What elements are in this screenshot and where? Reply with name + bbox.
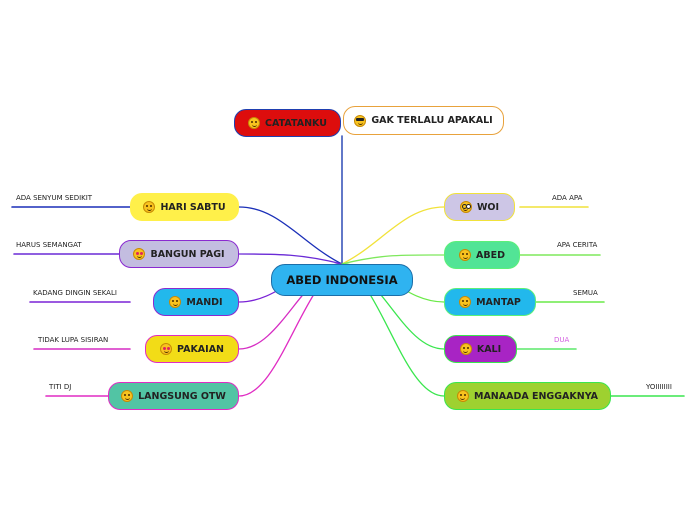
topic-pakaian[interactable]: PAKAIAN	[145, 335, 239, 363]
grin-emoji-icon	[143, 201, 156, 213]
topic-kali[interactable]: KALI	[444, 335, 517, 363]
leaf-apa-cerita: APA CERITA	[557, 241, 598, 249]
root-node[interactable]: ABED INDONESIA	[271, 264, 413, 296]
topic-label: GAK TERLALU APAKALI	[371, 115, 493, 126]
root-label: ABED INDONESIA	[286, 273, 398, 287]
topic-label: MANTAP	[476, 296, 521, 308]
squint-emoji-icon	[121, 390, 134, 402]
leaf-ada-senyum-sedikit: ADA SENYUM SEDIKIT	[16, 194, 93, 202]
topic-gak-terlalu-apakali[interactable]: GAK TERLALU APAKALI	[343, 106, 504, 135]
leaf-yoiiiiiiii: YOIIIIIIII	[646, 383, 672, 391]
cool-emoji-icon	[354, 114, 367, 127]
topic-label: ABED	[476, 249, 505, 261]
connector-abed	[341, 254, 445, 265]
leaf-kadang-dingin-sekali: KADANG DINGIN SEKALI	[33, 289, 117, 297]
leaf-dua: DUA	[554, 336, 570, 344]
wink-emoji-icon	[169, 296, 182, 308]
topic-abed[interactable]: ABED	[444, 241, 520, 269]
topic-label: BANGUN PAGI	[150, 248, 225, 260]
leaf-harus-semangat: HARUS SEMANGAT	[16, 241, 82, 249]
topic-label: PAKAIAN	[177, 343, 224, 355]
topic-label: CATATANKU	[265, 117, 327, 129]
tongue-emoji-icon	[456, 390, 469, 402]
hug-emoji-icon	[459, 343, 472, 355]
topic-label: LANGSUNG OTW	[138, 390, 226, 402]
leaf-titi-dj: TITI DJ	[49, 383, 72, 391]
topic-label: KALI	[476, 343, 502, 355]
topic-bangun-pagi[interactable]: BANGUN PAGI	[119, 240, 239, 268]
topic-label: MANAADA ENGGAKNYA	[473, 390, 599, 402]
emoji-icon	[248, 117, 261, 129]
topic-label: MANDI	[186, 296, 223, 308]
topic-catatanku[interactable]: CATATANKU	[234, 109, 341, 137]
nerd-emoji-icon	[459, 201, 472, 213]
leaf-tidak-lupa-sisiran: TIDAK LUPA SISIRAN	[38, 336, 109, 344]
leaf-ada-apa: ADA APA	[552, 194, 583, 202]
topic-mandi[interactable]: MANDI	[153, 288, 239, 316]
connector-woi	[341, 206, 445, 265]
topic-woi[interactable]: WOI	[444, 193, 515, 221]
kiss-emoji-icon	[459, 296, 472, 308]
heart-eyes-emoji-icon	[133, 248, 146, 260]
connector-bangun-pagi	[238, 253, 343, 265]
topic-manaada-enggaknya[interactable]: MANAADA ENGGAKNYA	[444, 382, 611, 410]
topic-langsung-otw[interactable]: LANGSUNG OTW	[108, 382, 239, 410]
connector-hari-sabtu	[238, 206, 343, 265]
topic-mantap[interactable]: MANTAP	[444, 288, 536, 316]
star-eyes-emoji-icon	[160, 343, 172, 355]
relieved-emoji-icon	[459, 249, 472, 261]
topic-label: HARI SABTU	[160, 201, 226, 213]
topic-hari-sabtu[interactable]: HARI SABTU	[130, 193, 239, 221]
topic-label: WOI	[476, 201, 500, 213]
leaf-semua: SEMUA	[573, 289, 598, 297]
